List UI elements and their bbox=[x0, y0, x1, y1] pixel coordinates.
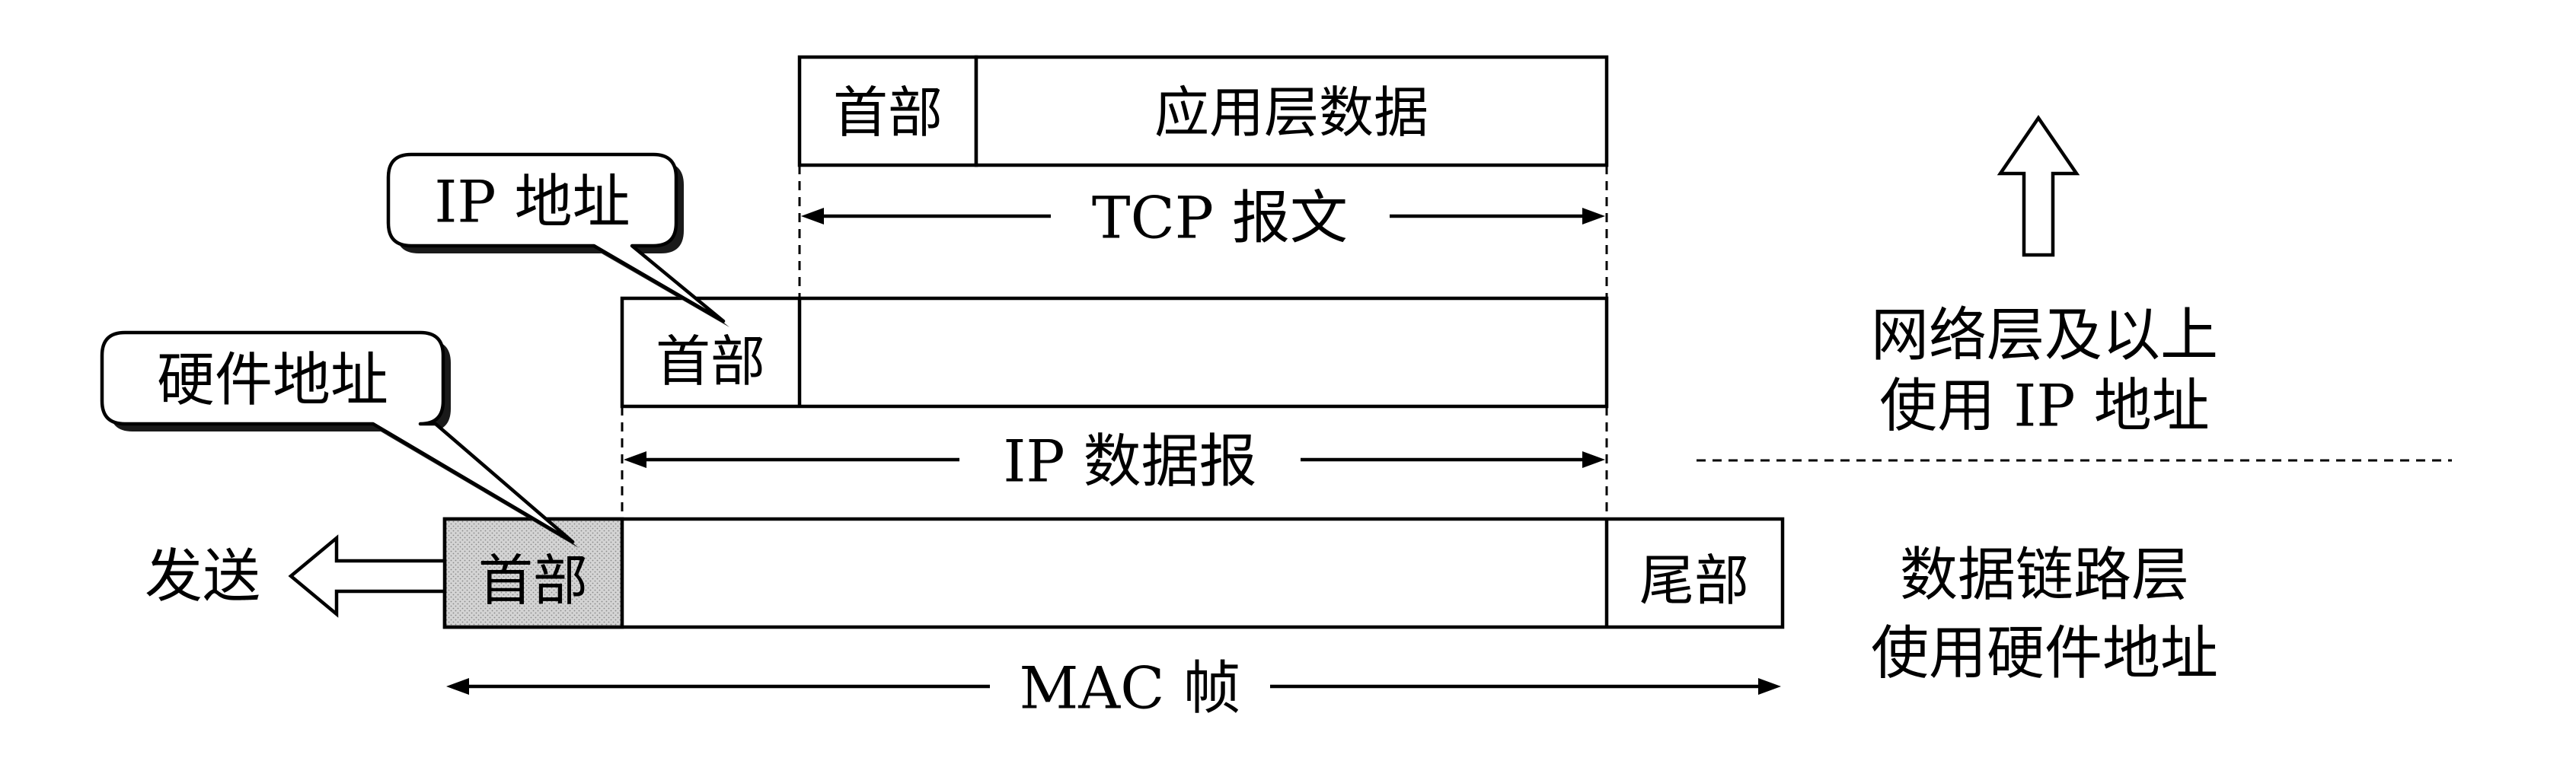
hollow-up-arrow-icon bbox=[1997, 115, 2080, 257]
send-label: 发送 bbox=[145, 543, 260, 610]
mac-frame-box bbox=[442, 517, 1785, 629]
ip-span-arrowhead-left bbox=[624, 451, 646, 468]
datalink-layer-line1: 数据链路层 bbox=[1900, 541, 2189, 609]
ip-callout-bubble bbox=[386, 152, 726, 323]
tcp-span-label: TCP 报文 bbox=[1092, 184, 1348, 252]
ip-span-label: IP 数据报 bbox=[1003, 428, 1256, 495]
network-layer-line1: 网络层及以上 bbox=[1871, 301, 2218, 369]
tcp-payload-label: 应用层数据 bbox=[1154, 81, 1428, 145]
ip-header-label: 首部 bbox=[656, 330, 765, 393]
mac-span-label: MAC 帧 bbox=[1019, 654, 1240, 722]
tcp-span-arrowhead-left bbox=[801, 208, 824, 224]
mac-span-arrowhead-right bbox=[1758, 678, 1781, 695]
ip-span-arrowhead-right bbox=[1582, 451, 1605, 468]
hw-callout-label: 硬件地址 bbox=[157, 346, 388, 414]
hardware-address-callout: 硬件地址 bbox=[100, 330, 579, 548]
network-layer-line2: 使用 IP 地址 bbox=[1879, 372, 2209, 440]
tcp-header-box bbox=[797, 55, 978, 167]
tcp-payload-box bbox=[974, 55, 1609, 167]
ip-callout-label: IP 地址 bbox=[434, 168, 630, 236]
boundary-guides bbox=[621, 165, 2452, 519]
ip-address-callout: IP 地址 bbox=[386, 152, 729, 327]
mac-span-arrowhead-left bbox=[446, 678, 469, 695]
mac-span: MAC 帧 bbox=[446, 654, 1781, 722]
tcp-header-label: 首部 bbox=[833, 81, 943, 145]
tcp-span: TCP 报文 bbox=[801, 184, 1605, 252]
ip-span: IP 数据报 bbox=[624, 428, 1605, 495]
mac-header-label: 首部 bbox=[478, 549, 588, 613]
ip-datagram: 首部 bbox=[620, 296, 1609, 409]
mac-frame: 首部 尾部 bbox=[442, 517, 1785, 629]
layer-labels: 网络层及以上 使用 IP 地址 数据链路层 使用硬件地址 bbox=[1871, 115, 2218, 687]
hw-callout-bubble bbox=[100, 330, 575, 544]
hollow-left-arrow-icon bbox=[288, 534, 447, 618]
datalink-layer-line2: 使用硬件地址 bbox=[1871, 619, 2218, 687]
send-indicator: 发送 bbox=[145, 534, 447, 618]
mac-trailer-label: 尾部 bbox=[1639, 549, 1749, 613]
tcp-span-arrowhead-right bbox=[1582, 208, 1605, 224]
ip-datagram-box bbox=[620, 296, 1609, 409]
tcp-segment: 首部 应用层数据 bbox=[797, 55, 1609, 167]
